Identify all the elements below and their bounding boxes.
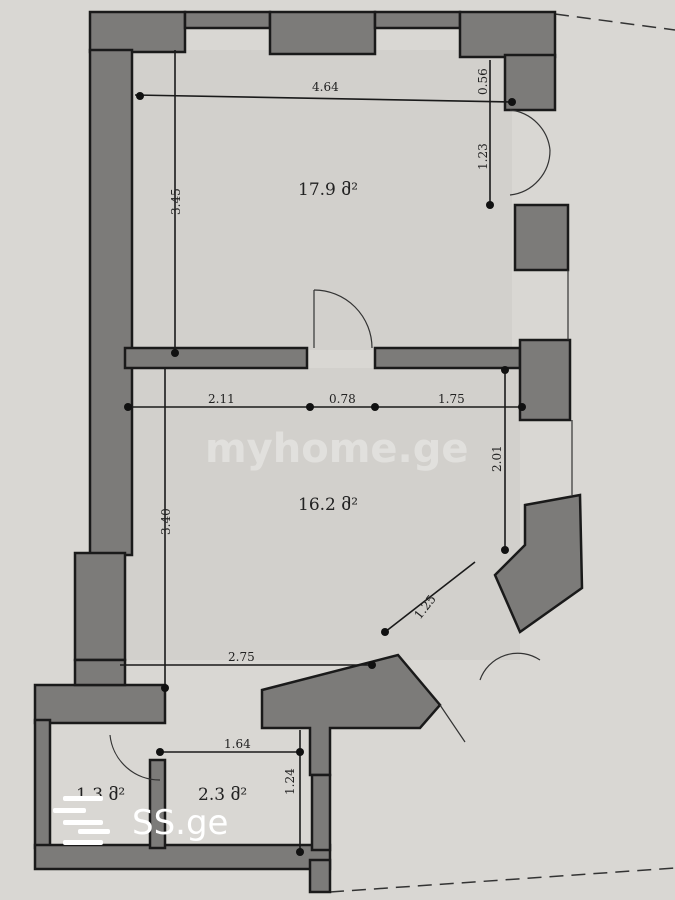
dim-mid-left: 2.11	[208, 392, 235, 406]
dimension-lines	[120, 50, 526, 856]
dim-left-bottom-height: 3.40	[159, 508, 173, 535]
dim-small-room-width: 1.64	[224, 737, 251, 751]
room-middle-floor	[125, 368, 520, 660]
room-area-top: 17.9 მ²	[298, 180, 358, 200]
dim-mid-door: 0.78	[329, 392, 356, 406]
room-area-small-right: 2.3 მ²	[198, 785, 247, 805]
dim-left-top-height: 3.45	[169, 188, 183, 215]
boundary-dashed-bottom	[329, 867, 675, 893]
logo-lines-icon	[53, 796, 110, 845]
dim-mid-right: 1.75	[438, 392, 465, 406]
watermark: myhome.ge	[205, 426, 468, 472]
logo-text: SS.ge	[132, 803, 228, 843]
dim-door-right: 1.23	[476, 143, 490, 170]
ss-ge-logo: SS.ge	[53, 796, 228, 845]
walls	[33, 10, 584, 894]
dim-right-height: 2.01	[490, 445, 504, 472]
room-area-small-left: 1.3 მ²	[76, 785, 125, 805]
dim-small-room-height: 1.24	[283, 768, 297, 795]
door-swings	[109, 109, 573, 781]
room-top-floor	[132, 50, 512, 350]
boundary-dashed-top	[554, 13, 675, 31]
room-area-middle: 16.2 მ²	[298, 495, 358, 515]
dim-top-right-small: 0.56	[476, 68, 490, 95]
dim-top-width: 4.64	[312, 80, 339, 94]
dim-bottom-width: 2.75	[228, 650, 255, 664]
